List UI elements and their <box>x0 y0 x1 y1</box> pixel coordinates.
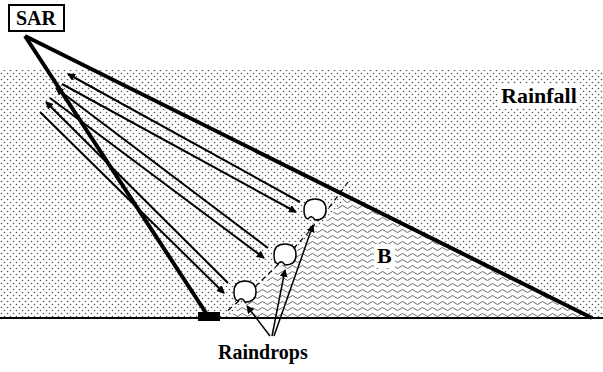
node-text: SAR <box>16 7 56 29</box>
diagram-label: Rainfall <box>498 84 580 108</box>
region-b <box>228 196 590 318</box>
sar-box: SAR <box>8 4 65 32</box>
dashed-boundary <box>226 182 348 312</box>
echo-arrows <box>40 74 300 293</box>
beam-edge <box>25 36 208 316</box>
leader-line <box>247 225 313 336</box>
beam-edge <box>25 36 592 318</box>
target <box>198 312 220 321</box>
region-b-ground <box>228 196 590 318</box>
diagram-label: Raindrops <box>218 341 308 363</box>
rainfall-area <box>0 70 603 318</box>
diagram-label: B <box>374 244 395 268</box>
ground-line <box>0 317 603 319</box>
raindrop <box>234 199 326 302</box>
